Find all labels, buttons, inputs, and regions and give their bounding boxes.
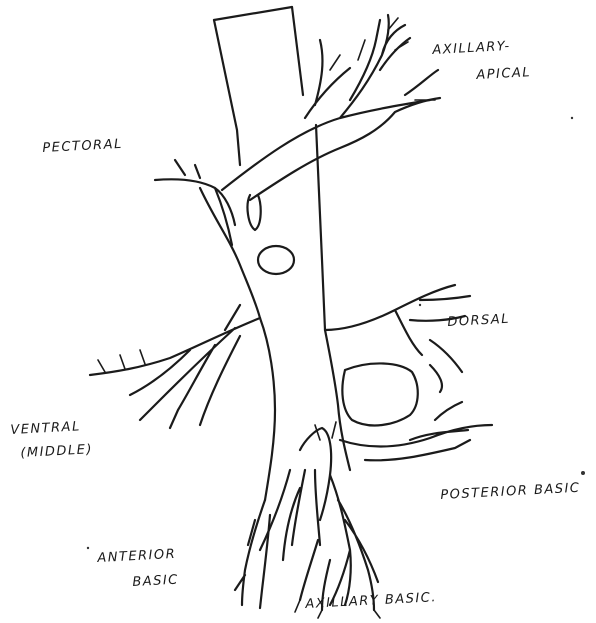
ink-dot xyxy=(419,304,421,306)
axillary-apical-twigs xyxy=(330,18,435,100)
ventral-branch xyxy=(90,305,260,428)
label-axillary-apical-line2: APICAL xyxy=(476,65,531,83)
ventral-twigs xyxy=(98,350,145,372)
ink-dot xyxy=(571,117,573,119)
lymph-node-oval xyxy=(258,246,294,274)
label-anterior-basic-line2: BASIC xyxy=(132,573,179,590)
posterior-basic-branch xyxy=(340,402,492,460)
dorsal-branch xyxy=(325,285,470,392)
anterior-basic-branch xyxy=(235,500,270,608)
trunk-top-cap xyxy=(214,7,292,20)
trunk-right-wall xyxy=(292,7,325,330)
ink-dot xyxy=(581,471,585,475)
axillary-basic-branch xyxy=(300,475,378,610)
dorsal-loop xyxy=(342,363,417,425)
central-fan xyxy=(260,428,331,560)
trunk-left-wall xyxy=(214,20,240,165)
ink-dot xyxy=(87,547,89,549)
